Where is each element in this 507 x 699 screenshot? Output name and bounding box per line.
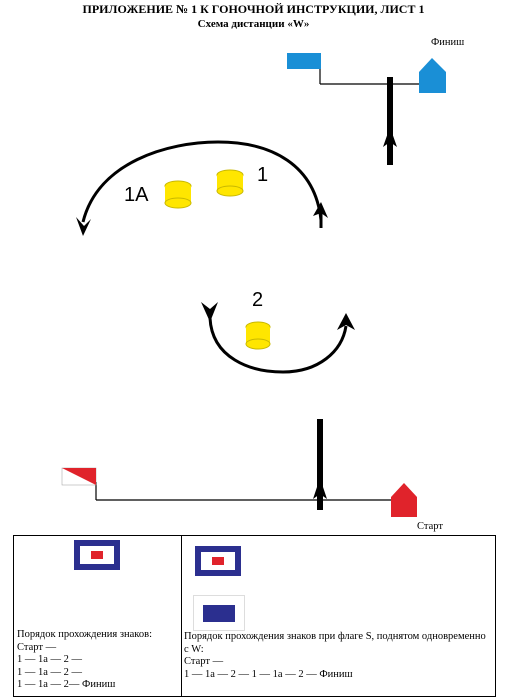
legend-order-ws: Порядок прохождения знаков при флаге S, … xyxy=(184,631,489,681)
course-diagram: Финиш 1А 1 2 xyxy=(61,37,464,532)
finish-label: Финиш xyxy=(431,37,464,48)
flag-w-icon xyxy=(74,540,120,570)
legend-line: 1 — 1а — 2 — xyxy=(17,654,83,665)
mark-1a-icon xyxy=(164,180,192,209)
start-line xyxy=(95,482,398,501)
legend-divider xyxy=(181,536,182,696)
legend-heading: Порядок прохождения знаков: xyxy=(17,629,152,640)
legend-order-w: Порядок прохождения знаков: Старт — 1 — … xyxy=(17,629,152,692)
finish-line xyxy=(319,59,426,85)
flag-s-icon xyxy=(193,595,245,631)
legend-line: Старт — xyxy=(184,656,224,667)
upwind-arrow-bottom-icon xyxy=(313,419,327,510)
mark-1-label: 1 xyxy=(257,164,268,186)
upwind-arrow-top-icon xyxy=(383,77,397,165)
rounding-arc-top-icon xyxy=(76,140,328,236)
legend-line: 1 — 1а — 2 — 1 — 1а — 2 — Финиш xyxy=(184,668,353,680)
finish-flag-icon xyxy=(287,53,321,69)
rounding-arc-bottom-icon xyxy=(201,302,355,374)
mark-1a-label: 1А xyxy=(124,184,149,206)
legend-cell-ws: Порядок прохождения знаков при флаге S, … xyxy=(182,536,495,696)
course-subtitle: Схема дистанции «W» xyxy=(197,18,310,30)
legend-line: 1 — 1а — 2 — xyxy=(17,666,83,678)
legend-cell-w: Порядок прохождения знаков: Старт — 1 — … xyxy=(14,536,181,696)
start-boat-icon xyxy=(391,483,417,517)
mark-2-label: 2 xyxy=(252,289,263,311)
mark-2-icon xyxy=(245,321,271,350)
legend-line: 1 — 1а — 2— Финиш xyxy=(17,679,116,690)
finish-boat-icon xyxy=(419,58,446,93)
flag-w-icon xyxy=(195,546,241,576)
legend-table: Порядок прохождения знаков: Старт — 1 — … xyxy=(13,535,496,697)
start-flag-icon xyxy=(61,467,97,486)
legend-heading: Порядок прохождения знаков при флаге S, … xyxy=(184,631,486,655)
start-label: Старт xyxy=(417,521,443,532)
page-title: ПРИЛОЖЕНИЕ № 1 К ГОНОЧНОЙ ИНСТРУКЦИИ, ЛИ… xyxy=(82,2,425,16)
mark-1-icon xyxy=(216,169,244,197)
legend-line: Старт — xyxy=(17,641,57,653)
